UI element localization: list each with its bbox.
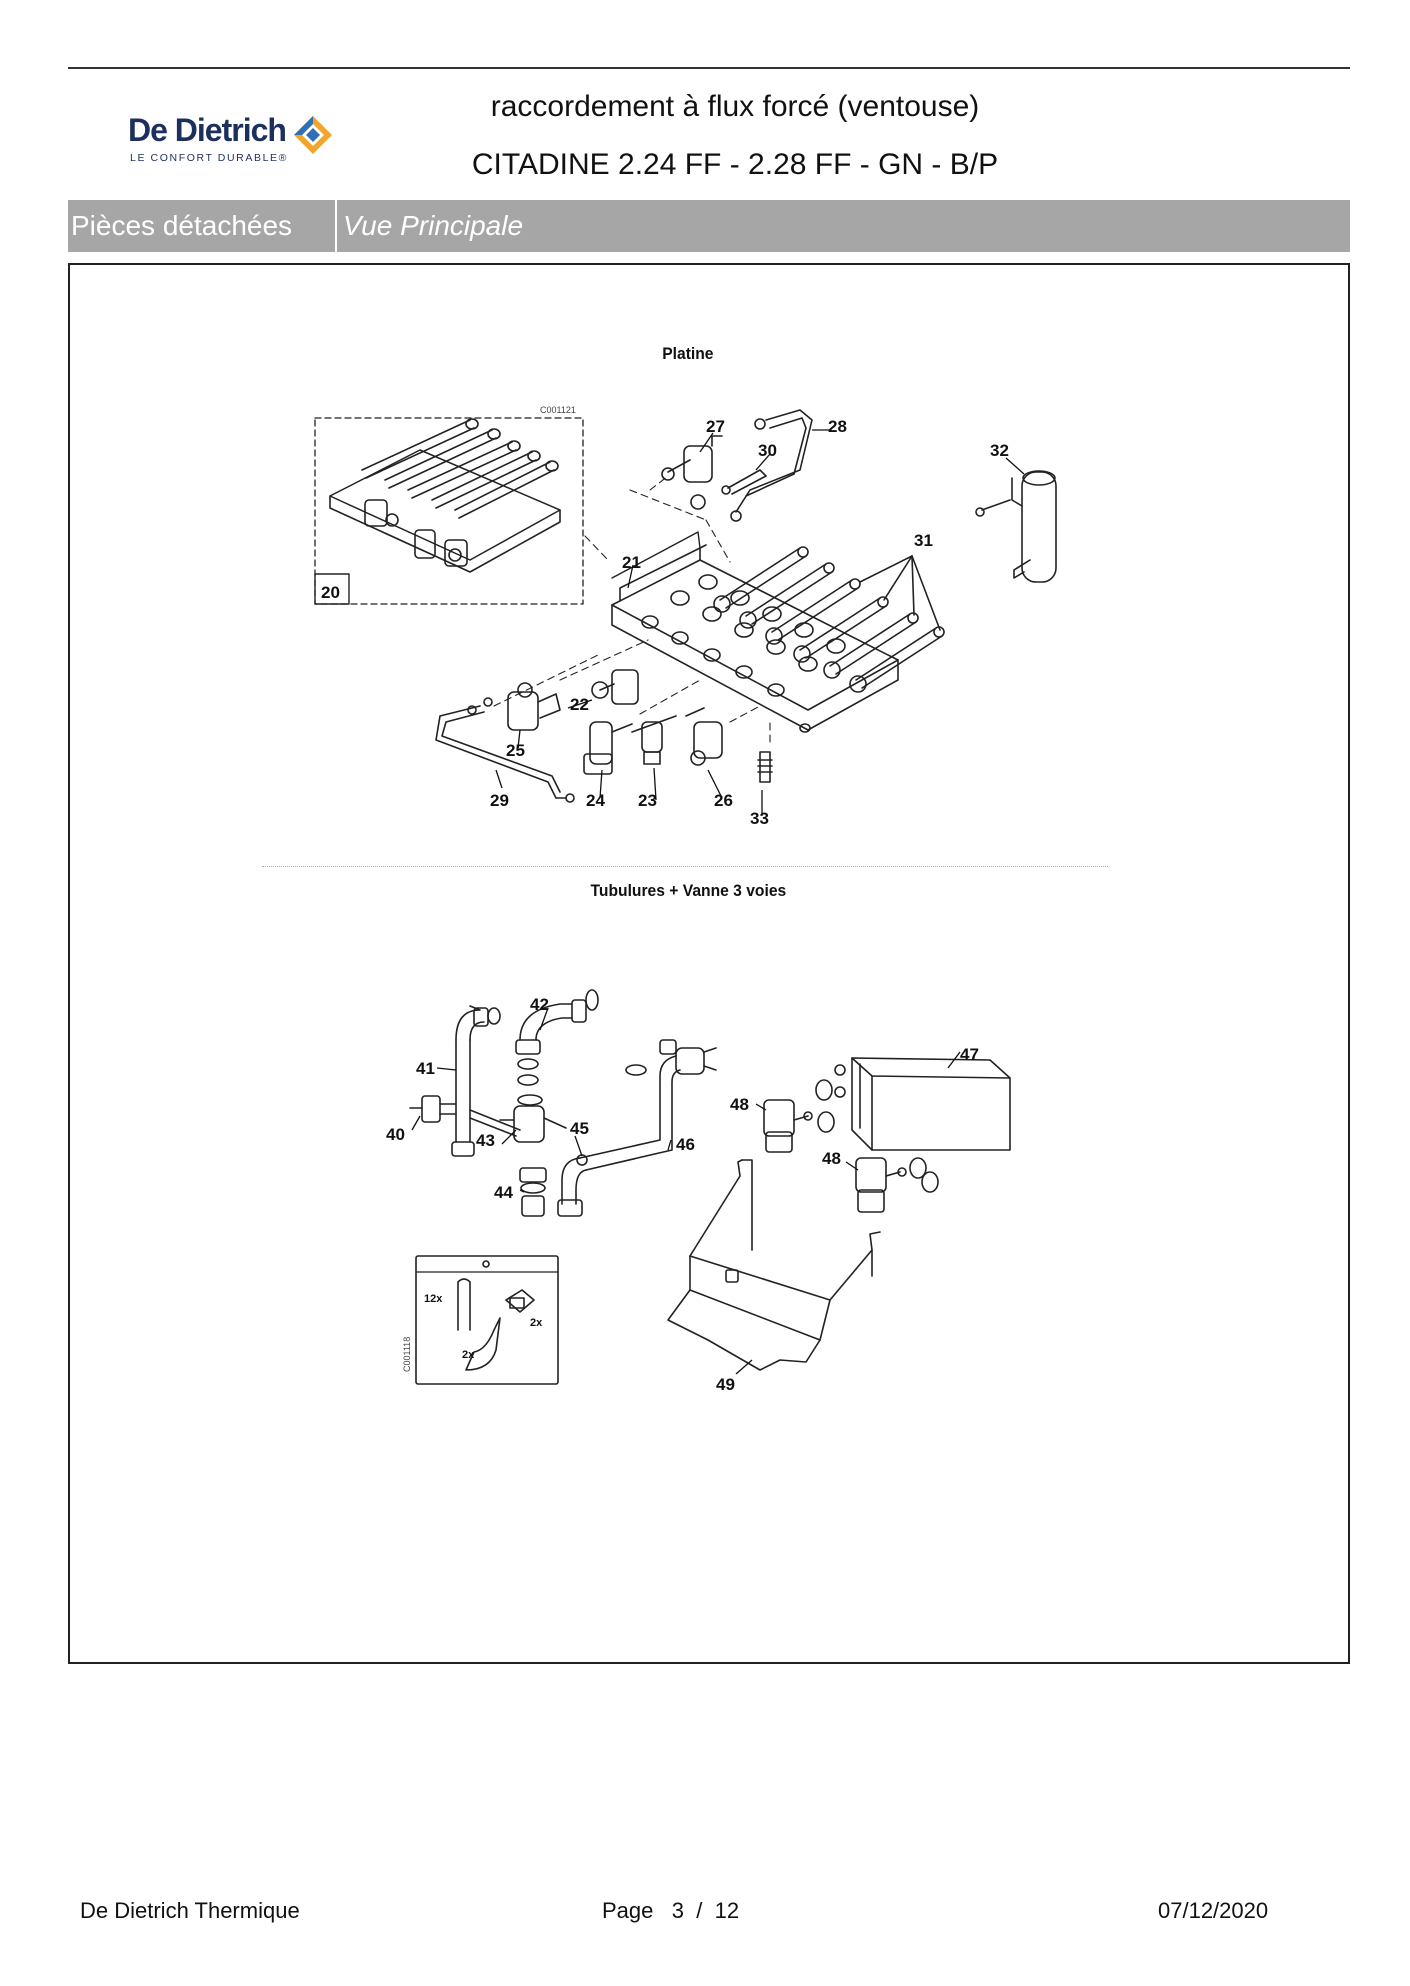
part-43-valve <box>499 1094 567 1143</box>
assembly-guides <box>493 475 771 743</box>
part-41-tube <box>451 1005 521 1157</box>
part-32-bracket <box>975 470 1057 583</box>
callout-22: 22 <box>570 695 589 714</box>
callout-23: 23 <box>638 791 657 810</box>
brand-name: De Dietrich <box>128 112 287 148</box>
callout-43: 43 <box>476 1131 495 1150</box>
footer-pagination: Page 3 / 12 <box>602 1898 739 1924</box>
callout-47: 47 <box>960 1045 979 1064</box>
part-47-exchanger <box>815 1057 1011 1193</box>
page-title: raccordement à flux forcé (ventouse) <box>490 90 980 123</box>
brand-logo: De Dietrich LE CONFORT DURABLE® <box>128 108 368 168</box>
footer-page-total: 12 <box>714 1898 740 1923</box>
callout-44: 44 <box>494 1183 513 1202</box>
footer-date: 07/12/2020 <box>1158 1898 1269 1923</box>
drawing-ref-2: C001118 <box>402 1337 412 1372</box>
part-49-support <box>667 1159 881 1371</box>
tab-bar: Pièces détachées Vue Principale <box>68 200 1350 252</box>
part-45-46-tube <box>557 1039 717 1217</box>
kit-qty-2x-b: 2x <box>462 1349 475 1361</box>
callout-40: 40 <box>386 1125 405 1144</box>
section-title-tubulures: Tubulures + Vanne 3 voies <box>590 881 787 900</box>
part-22-26-valves <box>435 669 773 803</box>
callout-26: 26 <box>714 791 733 810</box>
part-31-tubes <box>713 546 945 693</box>
callout-25: 25 <box>506 741 525 760</box>
part-48-clips <box>763 1099 907 1213</box>
fixing-kit <box>415 1255 559 1385</box>
kit-qty-2x-a: 2x <box>530 1317 543 1329</box>
footer-company: De Dietrich Thermique <box>80 1898 300 1923</box>
drawing-ref-1: C001121 <box>540 405 576 415</box>
kit-qty-12x: 12x <box>424 1293 443 1305</box>
callout-48-a: 48 <box>730 1095 749 1114</box>
section-title-platine: Platine <box>662 344 714 363</box>
callout-30: 30 <box>758 441 777 460</box>
page-subtitle: CITADINE 2.24 FF - 2.28 FF - GN - B/P <box>471 148 999 181</box>
footer-page-label: Page <box>602 1898 654 1923</box>
brand-diamond-icon <box>294 116 332 154</box>
part-27-28-30 <box>661 409 813 522</box>
callout-27: 27 <box>706 417 725 436</box>
footer-page-current: 3 <box>671 1898 684 1923</box>
callout-28: 28 <box>828 417 847 436</box>
callout-45: 45 <box>570 1119 589 1138</box>
part-44-nut <box>519 1167 547 1217</box>
callout-46: 46 <box>676 1135 695 1154</box>
callout-41: 41 <box>416 1059 435 1078</box>
section-divider <box>262 866 1108 867</box>
callout-21: 21 <box>622 553 641 572</box>
footer-page-separator: / <box>696 1898 703 1923</box>
callout-33: 33 <box>750 809 769 828</box>
callout-42: 42 <box>530 995 549 1014</box>
callout-31: 31 <box>914 531 933 550</box>
diagram-frame <box>68 263 1350 1664</box>
top-rule <box>68 67 1350 69</box>
part-40-sensor <box>409 1095 457 1123</box>
callout-20: 20 <box>321 583 340 602</box>
part-42-elbow <box>515 989 599 1086</box>
callout-49: 49 <box>716 1375 735 1394</box>
callout-leaders <box>411 429 1025 1375</box>
brand-tagline: LE CONFORT DURABLE® <box>130 152 288 164</box>
tab-pieces-detachees[interactable]: Pièces détachées <box>71 210 293 241</box>
part-21-plate <box>611 531 899 733</box>
callout-48-b: 48 <box>822 1149 841 1168</box>
callout-32: 32 <box>990 441 1009 460</box>
callout-24: 24 <box>586 791 605 810</box>
callout-29: 29 <box>490 791 509 810</box>
tab-separator <box>335 200 337 252</box>
tab-vue-principale[interactable]: Vue Principale <box>343 210 524 241</box>
part-20-assembly <box>314 417 584 605</box>
